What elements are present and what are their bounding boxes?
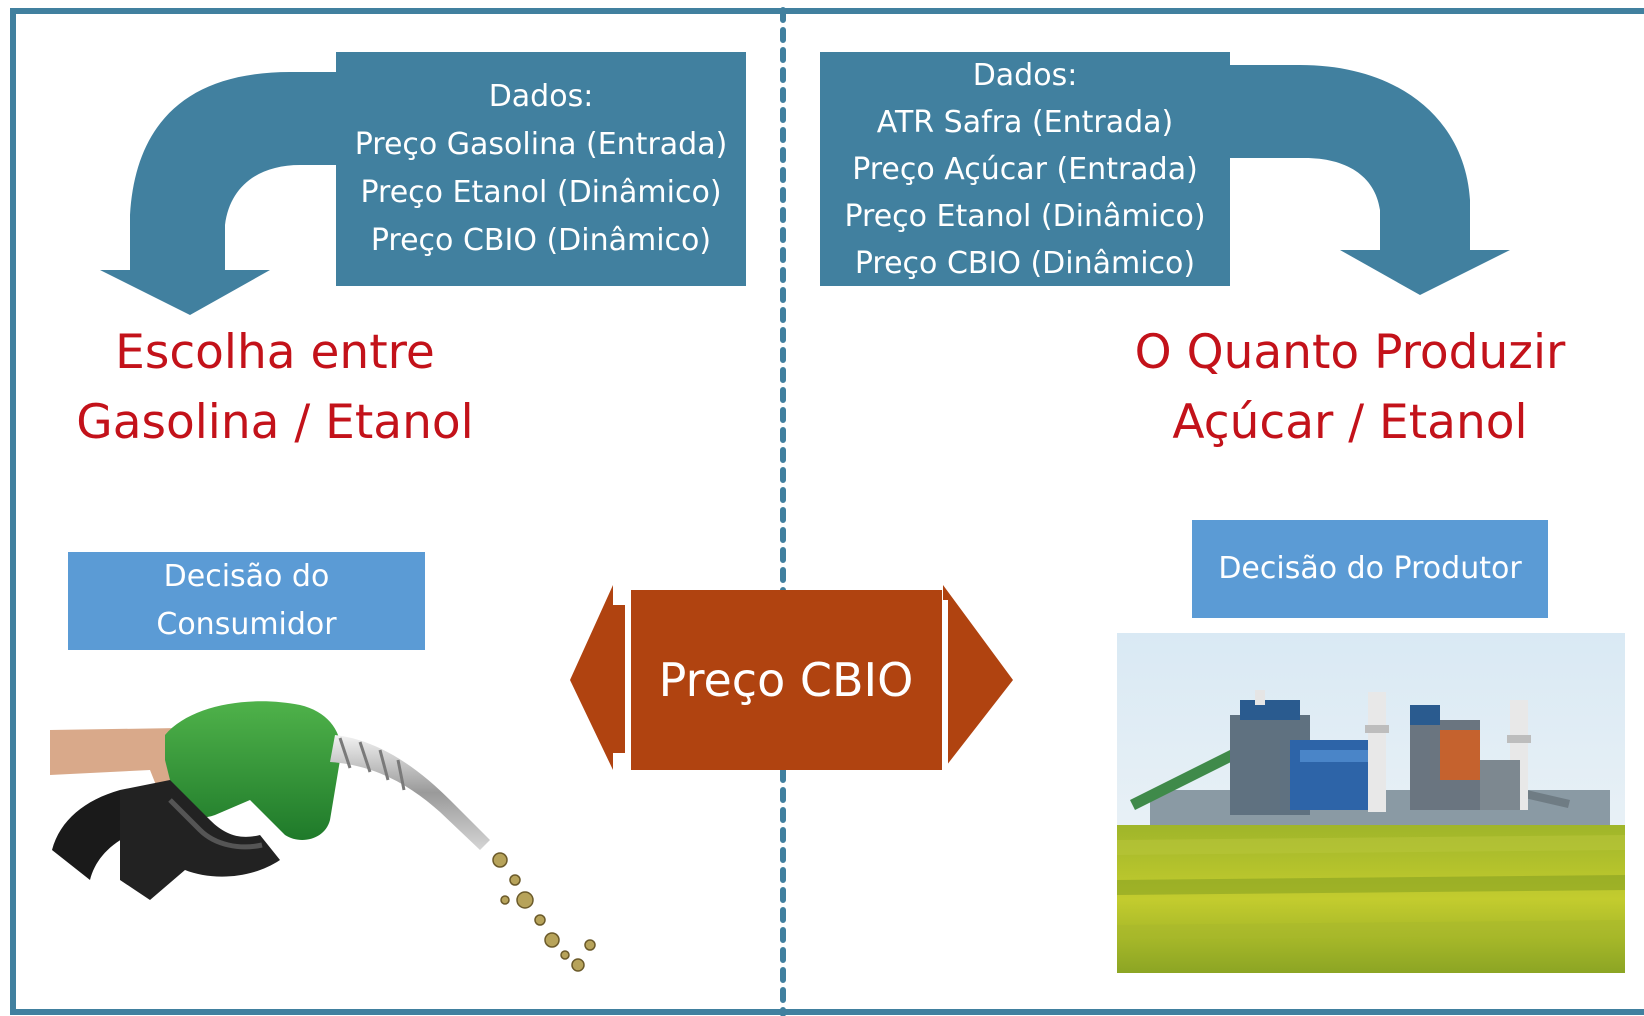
- data-box-producer-line: ATR Safra (Entrada): [876, 104, 1174, 140]
- consumer-choice-title-line: Gasolina / Etanol: [76, 395, 474, 450]
- sugar-mill-photo: [1117, 633, 1625, 973]
- consumer-decision-line: Decisão do: [163, 559, 330, 594]
- data-box-consumer-line: Dados:: [488, 79, 594, 114]
- data-box-consumer-line: Preço Gasolina (Entrada): [354, 127, 728, 162]
- outer-frame: [10, 8, 1644, 1015]
- data-box-consumer-line: Preço CBIO (Dinâmico): [370, 223, 712, 258]
- data-box-producer: Dados: ATR Safra (Entrada) Preço Açúcar …: [820, 52, 1230, 286]
- consumer-decision-line: Consumidor: [156, 607, 337, 642]
- data-box-producer-line: Preço CBIO (Dinâmico): [854, 245, 1196, 281]
- producer-decision-box: Decisão do Produtor: [1192, 520, 1548, 618]
- fuel-nozzle-icon: [50, 701, 596, 972]
- producer-choice-title-line: O Quanto Produzir: [1134, 325, 1566, 380]
- data-box-consumer-line: Preço Etanol (Dinâmico): [360, 175, 722, 210]
- consumer-choice-title-line: Escolha entre: [115, 325, 435, 380]
- data-box-producer-line: Preço Açúcar (Entrada): [852, 151, 1198, 187]
- producer-choice-title-line: Açúcar / Etanol: [1172, 395, 1528, 450]
- cbio-box: [631, 590, 942, 770]
- producer-choice-title: O Quanto Produzir Açúcar / Etanol: [1090, 318, 1610, 458]
- data-box-producer-line: Dados:: [972, 57, 1078, 93]
- data-box-producer-line: Preço Etanol (Dinâmico): [844, 198, 1206, 234]
- consumer-choice-title: Escolha entre Gasolina / Etanol: [55, 318, 495, 458]
- consumer-decision-box: Decisão do Consumidor: [68, 552, 425, 650]
- cbio-price-label: Preço CBIO: [658, 653, 914, 707]
- producer-decision-line: Decisão do Produtor: [1218, 551, 1522, 586]
- data-box-consumer: Dados: Preço Gasolina (Entrada) Preço Et…: [336, 52, 746, 286]
- curved-arrow-left-icon: [100, 72, 336, 315]
- curved-arrow-right-icon: [1230, 65, 1510, 295]
